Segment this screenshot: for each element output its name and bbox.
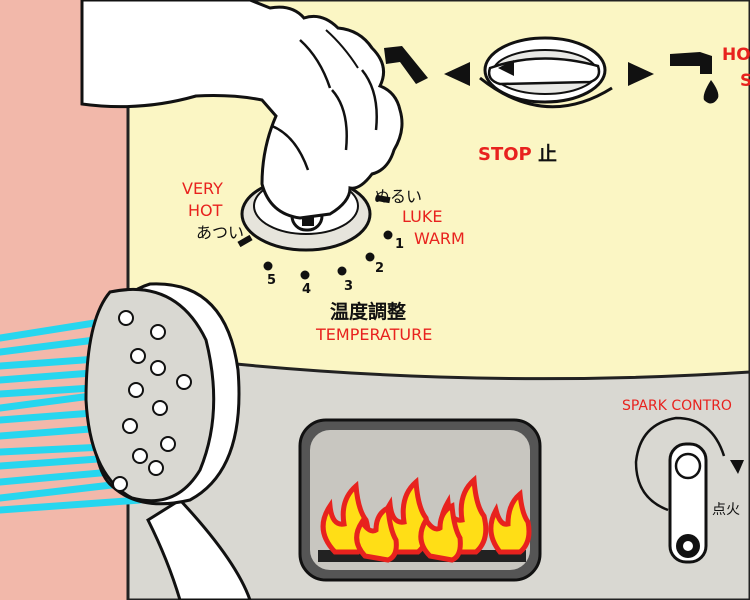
flow-switch[interactable] [479, 36, 613, 109]
hand-illustration [80, 0, 404, 220]
faucet-drip-icon [670, 52, 719, 104]
luke-label-2: WARM [414, 229, 465, 248]
dial-number-5: 5 [267, 273, 276, 288]
temperature-en-label: TEMPERATURE [315, 325, 432, 344]
dial-dot-3 [337, 266, 347, 276]
stop-label: STOP [478, 144, 532, 165]
hot-shower-label-2: S [740, 71, 750, 91]
spark-control-label: SPARK CONTRO [622, 398, 732, 414]
dial-dot-2 [365, 252, 375, 262]
dial-max-mark [237, 234, 253, 248]
dial-dot-1 [383, 230, 393, 240]
luke-label-1: LUKE [402, 207, 442, 226]
dial-number-2: 2 [375, 261, 384, 276]
ignite-jp-label: 点火 [712, 502, 740, 518]
left-arrow-icon [444, 62, 470, 86]
spark-control-lever[interactable] [634, 416, 744, 564]
dial-dot-5 [263, 261, 273, 271]
shower-nozzle-holes [112, 310, 192, 492]
temperature-jp-label: 温度調整 [330, 300, 406, 323]
dial-dot-4 [300, 270, 310, 280]
rotate-arrow-icon [730, 460, 744, 474]
dial-min-mark [375, 194, 391, 204]
lukewarm-jp-label: ぬるい [374, 187, 422, 206]
very-hot-label-2: HOT [188, 201, 223, 220]
flow-arrow-icon [498, 60, 514, 76]
dial-number-4: 4 [302, 282, 311, 297]
hot-jp-label: あつい [196, 223, 244, 242]
dial-number-1: 1 [395, 237, 404, 252]
shower-head [84, 282, 252, 600]
stop-label-jp: 止 [538, 143, 557, 165]
dial-number-3: 3 [344, 279, 353, 294]
right-arrow-icon [628, 62, 654, 86]
hot-shower-label: HO [722, 45, 750, 65]
flame-icons [320, 474, 532, 563]
very-hot-label-1: VERY [182, 179, 223, 198]
